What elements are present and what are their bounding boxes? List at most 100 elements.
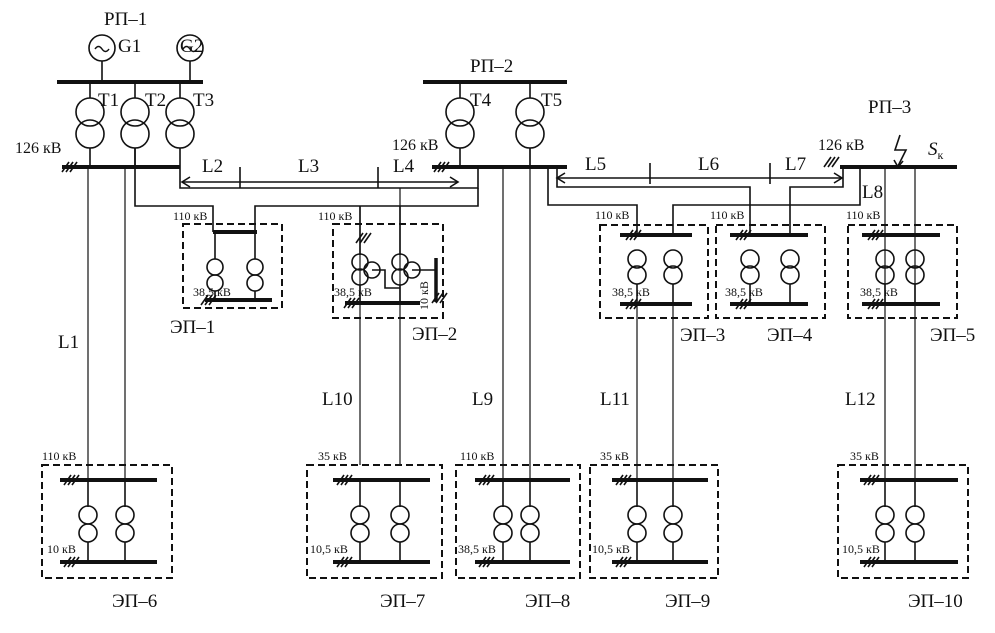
line-label-l4: L4 <box>393 156 415 177</box>
substation-boundary <box>715 224 826 319</box>
three-phase-mark <box>437 161 446 173</box>
three-phase-mark <box>340 474 349 486</box>
sine-icon <box>182 45 198 53</box>
wire <box>789 167 844 235</box>
wire <box>179 167 479 189</box>
ep2-tv: 10 кВ <box>417 281 431 310</box>
transformer-icon <box>875 249 895 269</box>
substation-boundary <box>837 464 969 579</box>
transformer-icon <box>875 505 895 525</box>
three-phase-mark <box>67 474 76 486</box>
three-phase-mark <box>739 229 748 241</box>
ep2-lv: 38,5 кВ <box>334 285 372 299</box>
wire <box>254 188 479 232</box>
three-phase-mark <box>739 298 748 310</box>
three-phase-mark <box>69 161 78 173</box>
three-phase-mark <box>867 474 876 486</box>
sine-icon <box>94 45 110 53</box>
arrow-head <box>180 176 191 188</box>
three-phase-mark <box>823 156 832 168</box>
three-phase-mark <box>629 298 638 310</box>
three-phase-mark <box>435 292 444 304</box>
three-phase-mark <box>363 232 372 244</box>
ep3-lv: 38,5 кВ <box>612 285 650 299</box>
ep9-hv: 35 кВ <box>600 449 629 463</box>
transformer-icon <box>520 523 540 543</box>
three-phase-mark <box>482 474 491 486</box>
line-label-l6: L6 <box>698 154 719 175</box>
wire <box>556 167 751 235</box>
three-phase-mark <box>344 556 353 568</box>
rp3-voltage: 126 кВ <box>818 137 864 154</box>
transformer-icon <box>165 97 195 127</box>
transformer-icon <box>515 119 545 149</box>
three-phase-mark <box>871 556 880 568</box>
three-phase-mark <box>615 556 624 568</box>
wire <box>134 148 214 232</box>
transformer-icon <box>78 505 98 525</box>
three-phase-mark <box>439 292 448 304</box>
ep10-label: ЭП–10 <box>908 591 963 612</box>
t3-label: T3 <box>193 90 214 111</box>
line-label-l10: L10 <box>322 389 353 410</box>
three-phase-mark <box>63 474 72 486</box>
three-phase-mark <box>486 556 495 568</box>
wiring <box>41 34 969 579</box>
t4-label: T4 <box>470 90 492 111</box>
ep9-lv: 10,5 кВ <box>592 542 630 556</box>
three-phase-mark <box>208 294 217 306</box>
ep7-label: ЭП–7 <box>380 591 425 612</box>
three-phase-mark <box>67 556 76 568</box>
transformer-icon <box>905 249 925 269</box>
three-phase-mark <box>867 556 876 568</box>
line-label-l8: L8 <box>862 182 883 203</box>
t2-label: T2 <box>145 90 166 111</box>
ep6-label: ЭП–6 <box>112 591 157 612</box>
three-phase-mark <box>629 229 638 241</box>
line-label-l7: L7 <box>785 154 806 175</box>
transformer-icon <box>520 505 540 525</box>
transformer-icon <box>120 119 150 149</box>
transformer-icon <box>246 274 264 292</box>
transformer-icon <box>350 505 370 525</box>
sk-label: Sк <box>928 139 944 162</box>
line-label-l1: L1 <box>58 332 79 353</box>
transformer-icon <box>663 249 683 269</box>
three-phase-mark <box>71 556 80 568</box>
three-phase-mark <box>743 229 752 241</box>
three-phase-mark <box>615 474 624 486</box>
transformer-icon <box>206 258 224 276</box>
three-phase-mark <box>433 161 442 173</box>
substation-boundary <box>182 223 283 309</box>
transformer-icon <box>390 523 410 543</box>
ep2-label: ЭП–2 <box>412 324 457 345</box>
ep7-lv: 10,5 кВ <box>310 542 348 556</box>
g1-label: G1 <box>118 36 141 57</box>
ep7-hv: 35 кВ <box>318 449 347 463</box>
ep5-lv: 38,5 кВ <box>860 285 898 299</box>
three-phase-mark <box>347 297 356 309</box>
rp3-label: РП–3 <box>868 97 911 118</box>
ep4-hv: 110 кВ <box>710 208 744 222</box>
transformer-icon <box>627 249 647 269</box>
three-phase-mark <box>204 294 213 306</box>
three-phase-mark <box>344 474 353 486</box>
three-phase-mark <box>871 229 880 241</box>
three-phase-mark <box>735 298 744 310</box>
transformer-icon <box>445 119 475 149</box>
t1-label: T1 <box>98 90 119 111</box>
ep2-hv: 110 кВ <box>318 209 352 223</box>
line-label-l5: L5 <box>585 154 606 175</box>
substation-boundary <box>332 223 444 319</box>
ep3-label: ЭП–3 <box>680 325 725 346</box>
wire <box>672 167 861 235</box>
three-phase-mark <box>871 298 880 310</box>
transformer-icon <box>115 523 135 543</box>
transformer-icon <box>120 97 150 127</box>
substation-boundary <box>599 224 709 319</box>
three-phase-mark <box>619 474 628 486</box>
line-label-l9: L9 <box>472 389 493 410</box>
three-phase-mark <box>867 298 876 310</box>
g2-label: G2 <box>180 36 203 57</box>
